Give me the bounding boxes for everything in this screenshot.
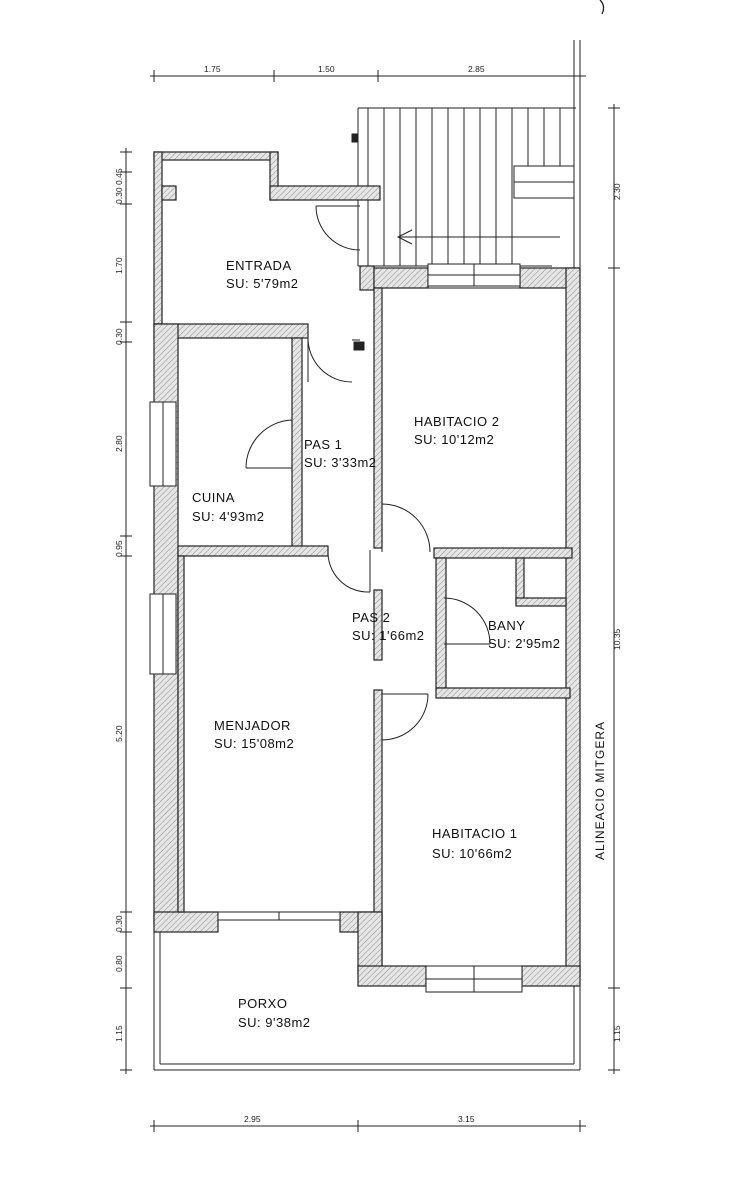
dim-bottom-2: 3.15 <box>458 1114 475 1124</box>
room-name-bany: BANY <box>488 618 525 633</box>
dim-top-2: 1.50 <box>318 64 335 74</box>
room-name-entrada: ENTRADA <box>226 258 292 273</box>
dim-left-7: 5.20 <box>114 725 124 742</box>
dim-left-3: 1.70 <box>114 257 124 274</box>
room-area-habitacio1: SU: 10'66m2 <box>432 846 512 861</box>
doors <box>245 205 491 741</box>
side-label-alineacio-mitgera: ALINEACIO MITGERA <box>593 721 607 860</box>
dim-right-1: 2.30 <box>612 183 622 200</box>
room-area-cuina: SU: 4'93m2 <box>192 509 265 524</box>
dim-bottom-1: 2.95 <box>244 1114 261 1124</box>
windows <box>149 263 523 993</box>
room-name-porxo: PORXO <box>238 996 287 1011</box>
room-label-habitacio2: HABITACIO 2 SU: 10'12m2 <box>414 414 499 447</box>
dim-right-3: 1.15 <box>612 1025 622 1042</box>
dim-left-8: 0.30 <box>114 915 124 932</box>
room-label-cuina: CUINA SU: 4'93m2 <box>192 490 265 524</box>
room-area-pas1: SU: 3'33m2 <box>304 455 377 470</box>
room-name-cuina: CUINA <box>192 490 235 505</box>
dim-right-2: 10.35 <box>612 628 622 650</box>
dim-left-2: 0.45 <box>114 168 124 185</box>
dim-left-10: 1.15 <box>114 1025 124 1042</box>
room-name-pas2: PAS 2 <box>352 610 390 625</box>
room-label-porxo: PORXO SU: 9'38m2 <box>238 996 311 1030</box>
room-label-pas1: PAS 1 SU: 3'33m2 <box>304 437 377 470</box>
dimension-lines <box>120 70 620 1132</box>
dim-top-1: 1.75 <box>204 64 221 74</box>
dim-left-9: 0.80 <box>114 955 124 972</box>
dim-top-3: 2.85 <box>468 64 485 74</box>
room-label-entrada: ENTRADA SU: 5'79m2 <box>226 258 299 291</box>
room-label-habitacio1: HABITACIO 1 SU: 10'66m2 <box>432 826 517 861</box>
dimension-texts: 1.75 1.50 2.85 2.95 3.15 0.30 0.45 1.70 … <box>114 64 622 1124</box>
room-label-bany: BANY SU: 2'95m2 <box>488 618 561 651</box>
room-area-pas2: SU: 1'66m2 <box>352 628 425 643</box>
dim-left-1: 0.30 <box>114 187 124 204</box>
dim-left-5: 2.80 <box>114 435 124 452</box>
room-area-habitacio2: SU: 10'12m2 <box>414 432 494 447</box>
dim-left-6: 0.95 <box>114 540 124 557</box>
room-area-entrada: SU: 5'79m2 <box>226 276 299 291</box>
room-label-menjador: MENJADOR SU: 15'08m2 <box>214 718 294 751</box>
stairs <box>351 40 581 268</box>
room-area-bany: SU: 2'95m2 <box>488 636 561 651</box>
room-name-habitacio2: HABITACIO 2 <box>414 414 499 429</box>
room-label-pas2: PAS 2 SU: 1'66m2 <box>352 610 425 643</box>
room-name-menjador: MENJADOR <box>214 718 291 733</box>
room-area-porxo: SU: 9'38m2 <box>238 1015 311 1030</box>
room-name-habitacio1: HABITACIO 1 <box>432 826 517 841</box>
room-name-pas1: PAS 1 <box>304 437 342 452</box>
room-area-menjador: SU: 15'08m2 <box>214 736 294 751</box>
dim-left-4: 0.30 <box>114 328 124 345</box>
